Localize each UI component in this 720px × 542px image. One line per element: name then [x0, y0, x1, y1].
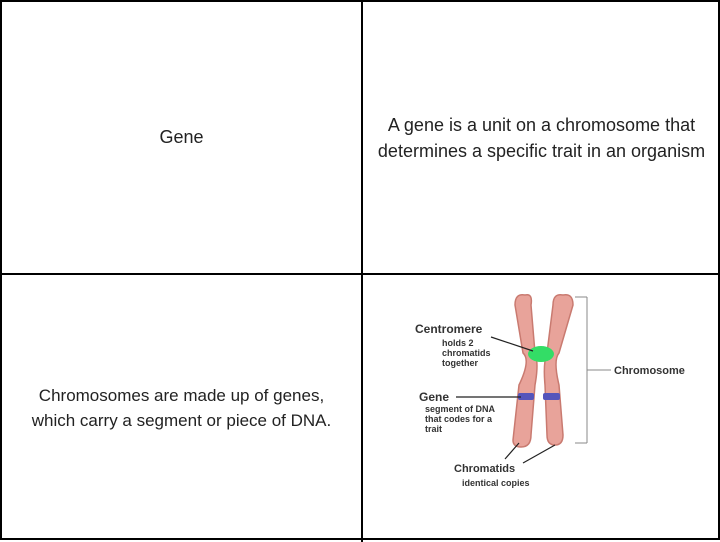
pointer-lines: [456, 336, 556, 464]
fact-line-2: which carry a segment or piece of DNA.: [31, 410, 332, 430]
chromosome-shape: [512, 293, 574, 448]
chromosome-diagram-cell: Centromere holds 2 chromatids together G…: [363, 275, 720, 540]
chromosome-bracket: [575, 296, 611, 444]
definition-cell: A gene is a unit on a chromosome that de…: [363, 2, 720, 273]
chromatids-title: Chromatids: [454, 463, 515, 475]
right-chromatid: [543, 293, 574, 446]
chromosome-diagram: Centromere holds 2 chromatids together G…: [415, 293, 685, 488]
vertical-divider: [361, 2, 363, 542]
centromere-desc-1: holds 2: [442, 338, 474, 348]
fact-text: Chromosomes are made up of genes, which …: [32, 383, 332, 433]
definition-line-2: determines a specific trait in an organi…: [377, 140, 706, 161]
gene-title: Gene: [419, 390, 449, 404]
fact-line-1: Chromosomes are made up of genes,: [38, 385, 325, 405]
gene-desc-3: trait: [425, 424, 442, 434]
horizontal-divider: [2, 273, 720, 275]
gene-desc-1: segment of DNA: [425, 404, 496, 414]
chromatids-desc: identical copies: [462, 478, 530, 488]
chromosome-label: Chromosome: [614, 365, 685, 377]
definition-text: A gene is a unit on a chromosome that de…: [378, 112, 705, 164]
centromere-desc-3: together: [442, 358, 478, 368]
fact-cell: Chromosomes are made up of genes, which …: [2, 275, 361, 540]
centromere-desc-2: chromatids: [442, 348, 491, 358]
term-cell: Gene: [2, 2, 361, 273]
left-chromatid: [512, 293, 538, 448]
term-text: Gene: [159, 127, 204, 147]
definition-line-1: A gene is a unit on a chromosome that: [387, 114, 696, 135]
centromere-mark: [528, 346, 554, 362]
centromere-title: Centromere: [415, 322, 483, 336]
gene-desc-2: that codes for a: [425, 414, 493, 424]
gene-band-right: [543, 393, 560, 400]
gene-band-left: [518, 393, 534, 400]
